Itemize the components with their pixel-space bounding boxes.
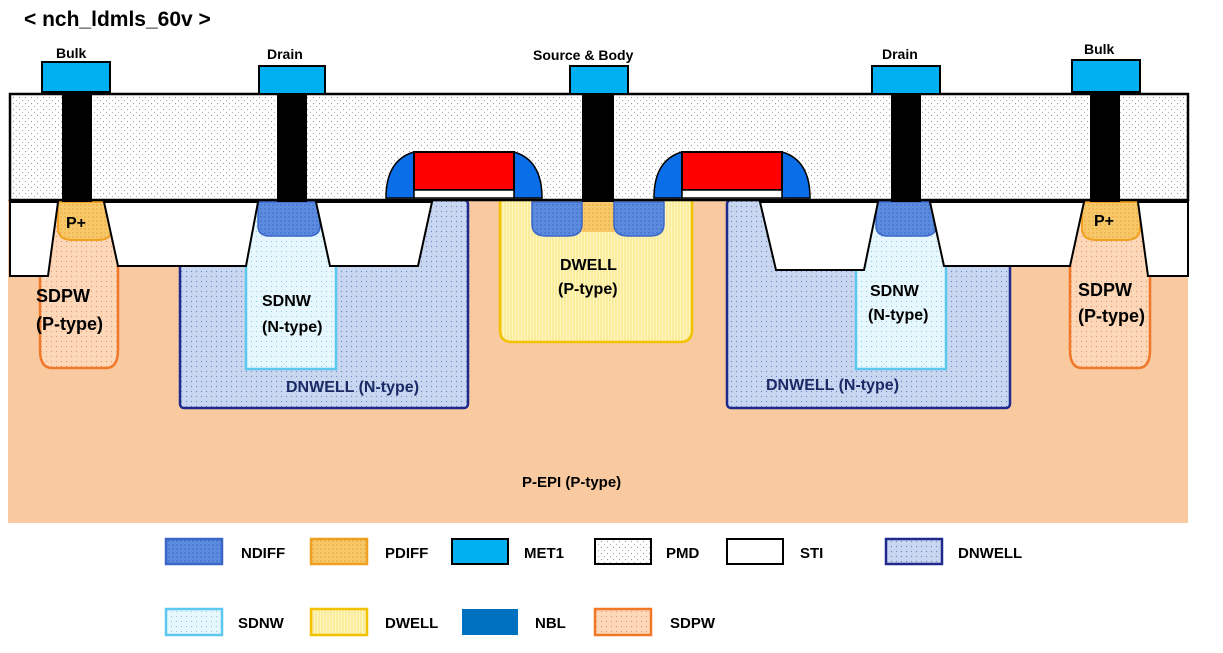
label-bulk-left: Bulk [56,45,87,61]
gate-oxide-left [413,189,515,199]
legend-label-sti: STI [800,545,823,562]
legend-label-dnwell: DNWELL [958,545,1022,562]
sti-3 [314,201,434,267]
label-dnwell-right: DNWELL (N-type) [766,377,899,394]
legend-label-dwell: DWELL [385,615,438,632]
ndiff-drain-right [875,201,937,237]
label-source-body: Source & Body [533,47,634,63]
label-sdpw-right-type: (P-type) [1078,306,1145,326]
met1-bulk-left [41,61,111,93]
poly-gate-left [413,151,515,191]
ndiff-source-left [531,201,583,237]
spacer-left-gate-r [513,151,543,199]
contact-drain-left [277,92,307,202]
label-bulk-right: Bulk [1084,41,1115,57]
label-sdpw-right: SDPW [1078,280,1132,300]
legend-swatch-sdpw [593,607,653,637]
legend-label-sdnw: SDNW [238,615,285,632]
sti-6 [1136,201,1189,277]
legend-swatch-met1 [451,538,509,565]
label-sdnw-left: SDNW [262,293,312,310]
legend-swatch-dnwell [884,537,944,566]
sti-2 [102,201,260,267]
sti-5 [928,201,1086,267]
met1-bulk-right [1071,59,1141,93]
label-sdnw-right-type: (N-type) [868,307,928,324]
sdpw-left [38,212,120,370]
label-pplus-left: P+ [66,215,86,232]
label-sdpw-left-type: (P-type) [36,314,103,334]
ndiff-source-right [613,201,665,237]
legend-row-2: SDNW DWELL NBL SDPW [164,607,716,637]
label-dwell-type: (P-type) [558,281,618,298]
legend-swatch-sti [726,538,784,565]
sdpw-right [1068,212,1152,370]
label-sdnw-left-type: (N-type) [262,319,322,336]
poly-gate-right [681,151,783,191]
legend-swatch-pdiff [309,537,369,566]
spacer-right-gate-r [781,151,811,199]
legend-label-met1: MET1 [524,545,564,562]
diagram-title: < nch_ldmls_60v > [24,8,211,31]
contact-drain-right [891,92,921,202]
label-drain-left: Drain [267,46,303,62]
label-sdpw-left: SDPW [36,286,90,306]
legend-swatch-ndiff [164,537,224,566]
label-sdnw-right: SDNW [870,283,920,300]
sti-1 [9,201,60,277]
legend-label-nbl: NBL [535,615,566,632]
legend-swatch-sdnw [164,607,224,637]
label-pepi: P-EPI (P-type) [522,474,621,491]
pplus-right [1081,201,1141,241]
label-pplus-right: P+ [1094,213,1114,230]
ndiff-drain-left [257,201,321,237]
contact-bulk-right [1090,92,1120,202]
label-dwell: DWELL [560,257,617,274]
met1-drain-right [871,65,941,95]
legend-swatch-nbl [462,609,518,635]
legend-swatch-dwell [309,607,369,637]
label-drain-right: Drain [882,46,918,62]
gate-oxide-right [681,189,783,199]
legend-row-1: NDIFF PDIFF MET1 PMD STI DNWELL [164,537,1022,566]
sti-4 [758,201,880,271]
legend-label-sdpw: SDPW [670,615,716,632]
legend-label-pdiff: PDIFF [385,545,428,562]
met1-drain-left [258,65,326,95]
legend-label-pmd: PMD [666,545,700,562]
legend-label-ndiff: NDIFF [241,545,285,562]
met1-source [569,65,629,95]
contact-source [582,92,614,202]
legend-swatch-pmd [594,538,652,565]
contact-bulk-left [62,92,92,202]
label-dnwell-left: DNWELL (N-type) [286,379,419,396]
